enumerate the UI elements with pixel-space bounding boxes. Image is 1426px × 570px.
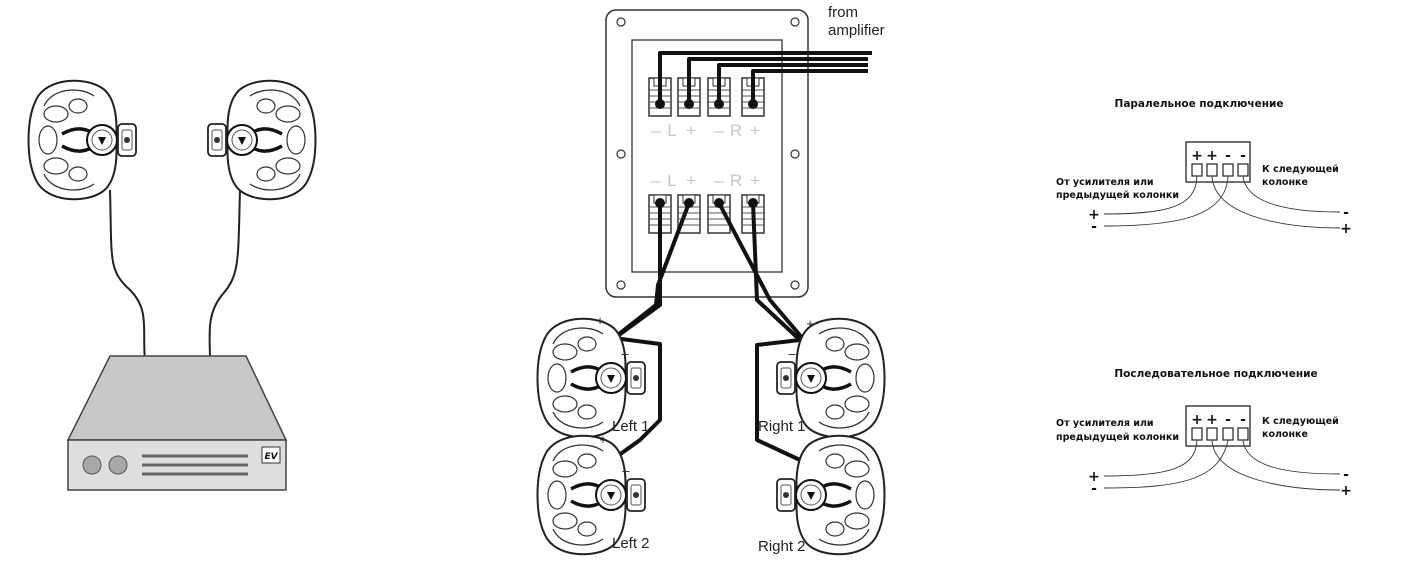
terminal-sign: +: [1191, 148, 1203, 164]
plus-sign: +: [1340, 483, 1352, 499]
minus-sign: -: [1091, 481, 1097, 497]
minus-sign: -: [1091, 219, 1097, 235]
terminal-sign: -: [1240, 412, 1246, 428]
terminal-label: R: [730, 171, 742, 190]
terminal-label: +: [750, 171, 760, 190]
terminal-label: –: [714, 121, 724, 140]
speaker-label-left-1: Left 1: [612, 418, 650, 435]
plus-sign: +: [1340, 221, 1352, 237]
minus-sign: -: [1343, 467, 1349, 483]
speaker-icon: [26, 78, 138, 202]
speaker-cable: [109, 189, 146, 361]
parallel-title: Паралельное подключение: [1115, 98, 1284, 110]
plus-sign: +: [596, 313, 604, 328]
next-label: К следующей: [1262, 164, 1339, 175]
plus-sign: +: [1088, 207, 1100, 223]
terminal-sign: -: [1225, 148, 1231, 164]
terminal-label: +: [686, 171, 696, 190]
source-label: От усилителя или: [1056, 418, 1154, 429]
speaker-wires: [610, 202, 806, 462]
terminal-sign: -: [1225, 412, 1231, 428]
terminal-label: –: [651, 171, 661, 190]
minus-sign: –: [622, 463, 630, 478]
plus-sign: +: [1088, 469, 1100, 485]
source-label: От усилителя или: [1056, 177, 1154, 188]
from-label: from: [828, 4, 858, 21]
ev-logo: EV: [264, 452, 278, 462]
next-label: колонке: [1262, 429, 1308, 440]
plus-sign: +: [806, 316, 814, 331]
terminal-sign: -: [1240, 148, 1246, 164]
plus-sign: +: [599, 432, 607, 447]
speaker-label-left-2: Left 2: [612, 535, 650, 552]
terminal-sign: +: [1206, 412, 1218, 428]
terminal-label: +: [750, 121, 760, 140]
series-title: Последовательное подключение: [1114, 368, 1317, 380]
terminal-label: R: [730, 121, 742, 140]
series-diagram: Последовательное подключение + + - - От …: [1056, 368, 1352, 499]
speaker-cable: [208, 189, 241, 361]
amp-setup: EV: [26, 78, 318, 491]
speaker-label-right-1: Right 1: [758, 418, 806, 435]
speaker-icon: [775, 433, 887, 557]
terminal-label: –: [714, 171, 724, 190]
minus-sign: –: [788, 346, 796, 361]
minus-sign: -: [1343, 205, 1349, 221]
terminal-sign: +: [1191, 412, 1203, 428]
speaker-icon: [206, 78, 318, 202]
amplifier-label: amplifier: [828, 22, 885, 39]
terminal-label: +: [686, 121, 696, 140]
parallel-diagram: Паралельное подключение + + - - От усили…: [1056, 98, 1352, 237]
minus-sign: –: [621, 346, 629, 361]
source-label: предыдущей колонки: [1056, 432, 1179, 443]
amplifier-wires: [658, 51, 872, 104]
terminal-label: L: [667, 121, 676, 140]
terminal-sign: +: [1206, 148, 1218, 164]
terminal-label: L: [667, 171, 676, 190]
amplifier-icon: EV: [66, 355, 288, 491]
next-label: К следующей: [1262, 416, 1339, 427]
next-label: колонке: [1262, 177, 1308, 188]
source-label: предыдущей колонки: [1056, 190, 1179, 201]
terminal-label: –: [651, 121, 661, 140]
connection-plate: – L + – R + – L + – R + from amplifier: [605, 4, 885, 298]
speaker-label-right-2: Right 2: [758, 538, 806, 555]
